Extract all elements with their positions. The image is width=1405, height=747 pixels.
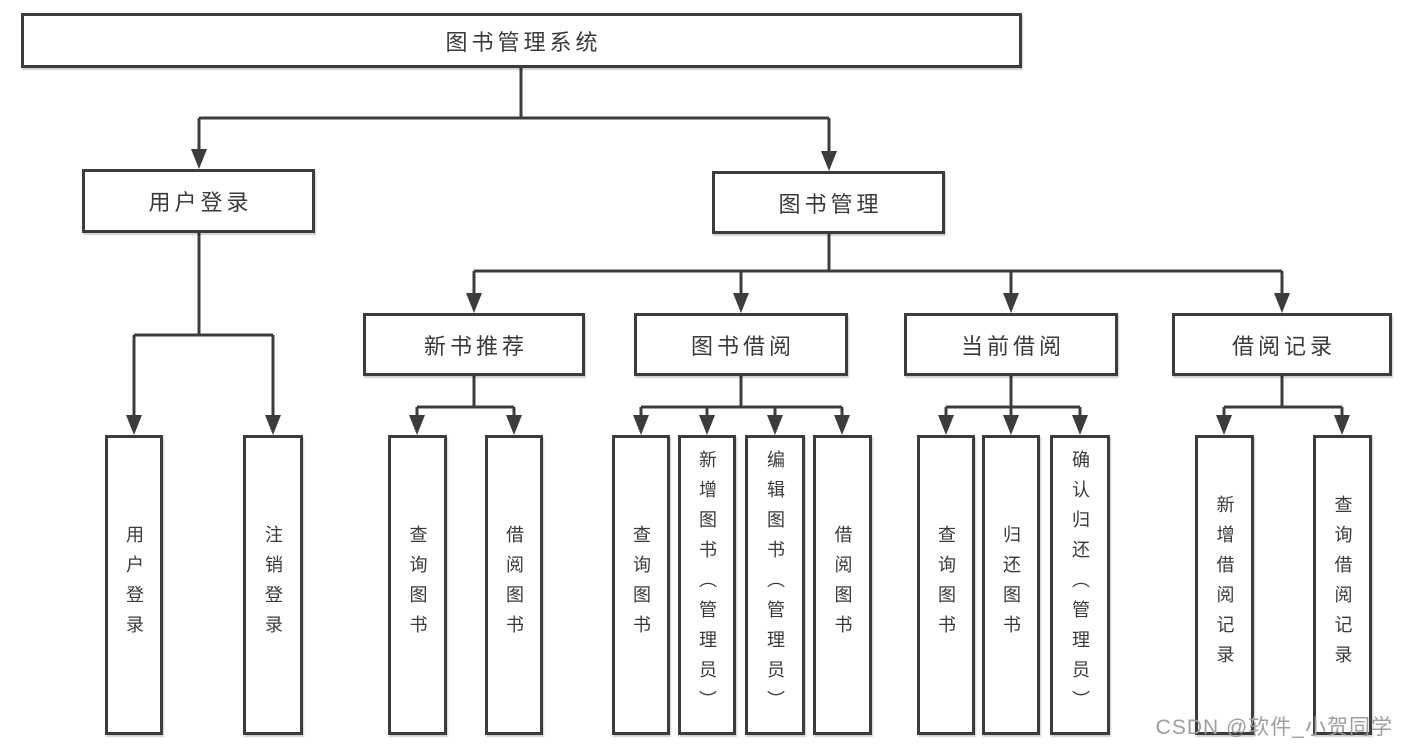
node-book-borrow: 图书借阅 — [634, 313, 848, 376]
leaf-borrow-books: 借阅图书 — [813, 435, 872, 735]
node-current-borrow: 当前借阅 — [904, 313, 1118, 376]
node-borrow-records-label: 借阅记录 — [1231, 333, 1336, 359]
leaf-confirm-return-admin: 确认归还（管理员） — [1050, 435, 1110, 735]
leaf-query-books-recommend-label: 查询图书 — [407, 525, 428, 645]
csdn-watermark: CSDN @软件_小贺同学 — [1155, 716, 1393, 739]
leaf-query-books-current-label: 查询图书 — [936, 525, 956, 645]
leaf-query-books-borrow-label: 查询图书 — [631, 525, 651, 645]
node-book-borrow-label: 图书借阅 — [690, 333, 795, 359]
leaf-logout-label: 注销登录 — [263, 525, 283, 645]
leaf-query-books-current: 查询图书 — [917, 435, 975, 735]
leaf-add-book-admin: 新增图书（管理员） — [678, 435, 736, 735]
leaf-query-books-borrow: 查询图书 — [612, 435, 670, 735]
leaf-logout: 注销登录 — [243, 435, 303, 735]
leaf-edit-book-admin-label: 编辑图书（管理员） — [765, 450, 785, 720]
node-current-borrow-label: 当前借阅 — [960, 333, 1065, 359]
leaf-query-borrow-record: 查询借阅记录 — [1313, 435, 1372, 735]
leaf-user-login-label: 用户登录 — [124, 525, 144, 645]
leaf-edit-book-admin: 编辑图书（管理员） — [745, 435, 805, 735]
leaf-borrow-books-recommend: 借阅图书 — [485, 435, 543, 735]
leaf-add-book-admin-label: 新增图书（管理员） — [697, 450, 717, 720]
leaf-return-book-label: 归还图书 — [1001, 525, 1021, 645]
node-book-management: 图书管理 — [712, 171, 945, 234]
leaf-query-books-recommend: 查询图书 — [388, 435, 447, 735]
node-borrow-records: 借阅记录 — [1172, 313, 1392, 376]
node-user-login: 用户登录 — [82, 169, 315, 233]
leaf-query-borrow-record-label: 查询借阅记录 — [1332, 495, 1353, 675]
leaf-add-borrow-record: 新增借阅记录 — [1195, 435, 1254, 735]
node-user-login-label: 用户登录 — [148, 190, 253, 215]
leaf-return-book: 归还图书 — [982, 435, 1040, 735]
leaf-confirm-return-admin-label: 确认归还（管理员） — [1070, 450, 1090, 720]
node-book-management-label: 图书管理 — [778, 191, 883, 217]
node-new-book-recommend: 新书推荐 — [363, 313, 585, 376]
leaf-borrow-books-recommend-label: 借阅图书 — [504, 525, 524, 645]
leaf-borrow-books-label: 借阅图书 — [832, 525, 853, 645]
leaf-add-borrow-record-label: 新增借阅记录 — [1214, 495, 1235, 675]
node-root-label: 图书管理系统 — [445, 29, 602, 55]
node-new-book-recommend-label: 新书推荐 — [423, 333, 528, 359]
node-root: 图书管理系统 — [21, 13, 1022, 68]
leaf-user-login: 用户登录 — [105, 435, 163, 735]
